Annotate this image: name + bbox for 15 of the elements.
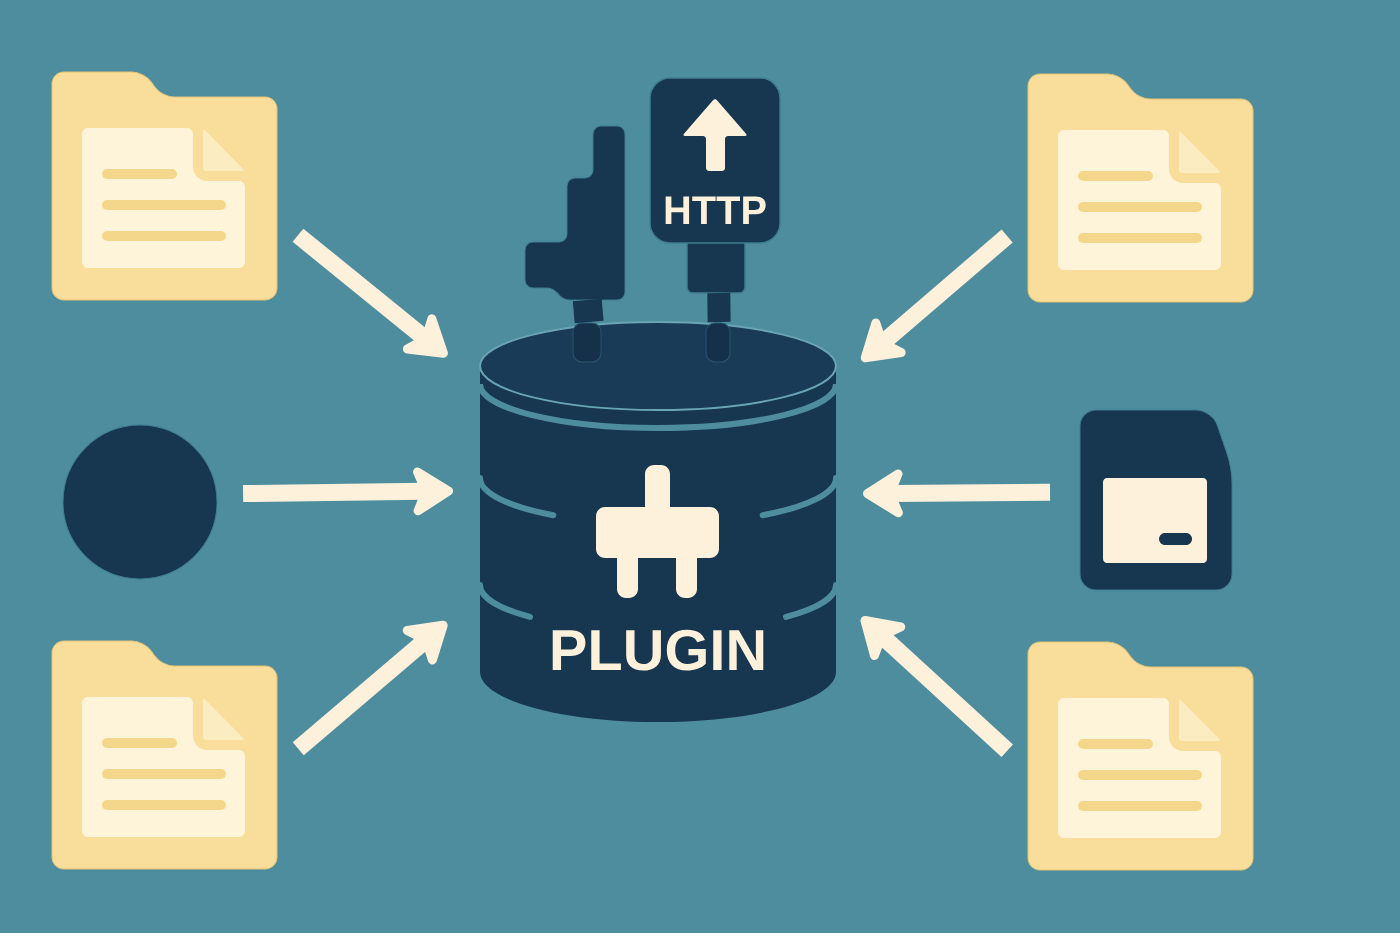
cable	[572, 298, 604, 324]
arrow	[860, 229, 1013, 363]
card-icon	[1079, 409, 1233, 591]
arrow	[863, 469, 1051, 518]
arrow	[242, 467, 453, 516]
cable	[707, 292, 731, 323]
folder-icon	[51, 640, 278, 870]
folder-icon	[51, 71, 278, 301]
arrow	[292, 620, 448, 756]
arrow	[292, 228, 448, 358]
circle	[62, 424, 218, 580]
arrow	[860, 615, 1013, 758]
plug	[524, 125, 626, 301]
folder-icon	[1027, 73, 1254, 303]
folder-icon	[1027, 641, 1254, 871]
